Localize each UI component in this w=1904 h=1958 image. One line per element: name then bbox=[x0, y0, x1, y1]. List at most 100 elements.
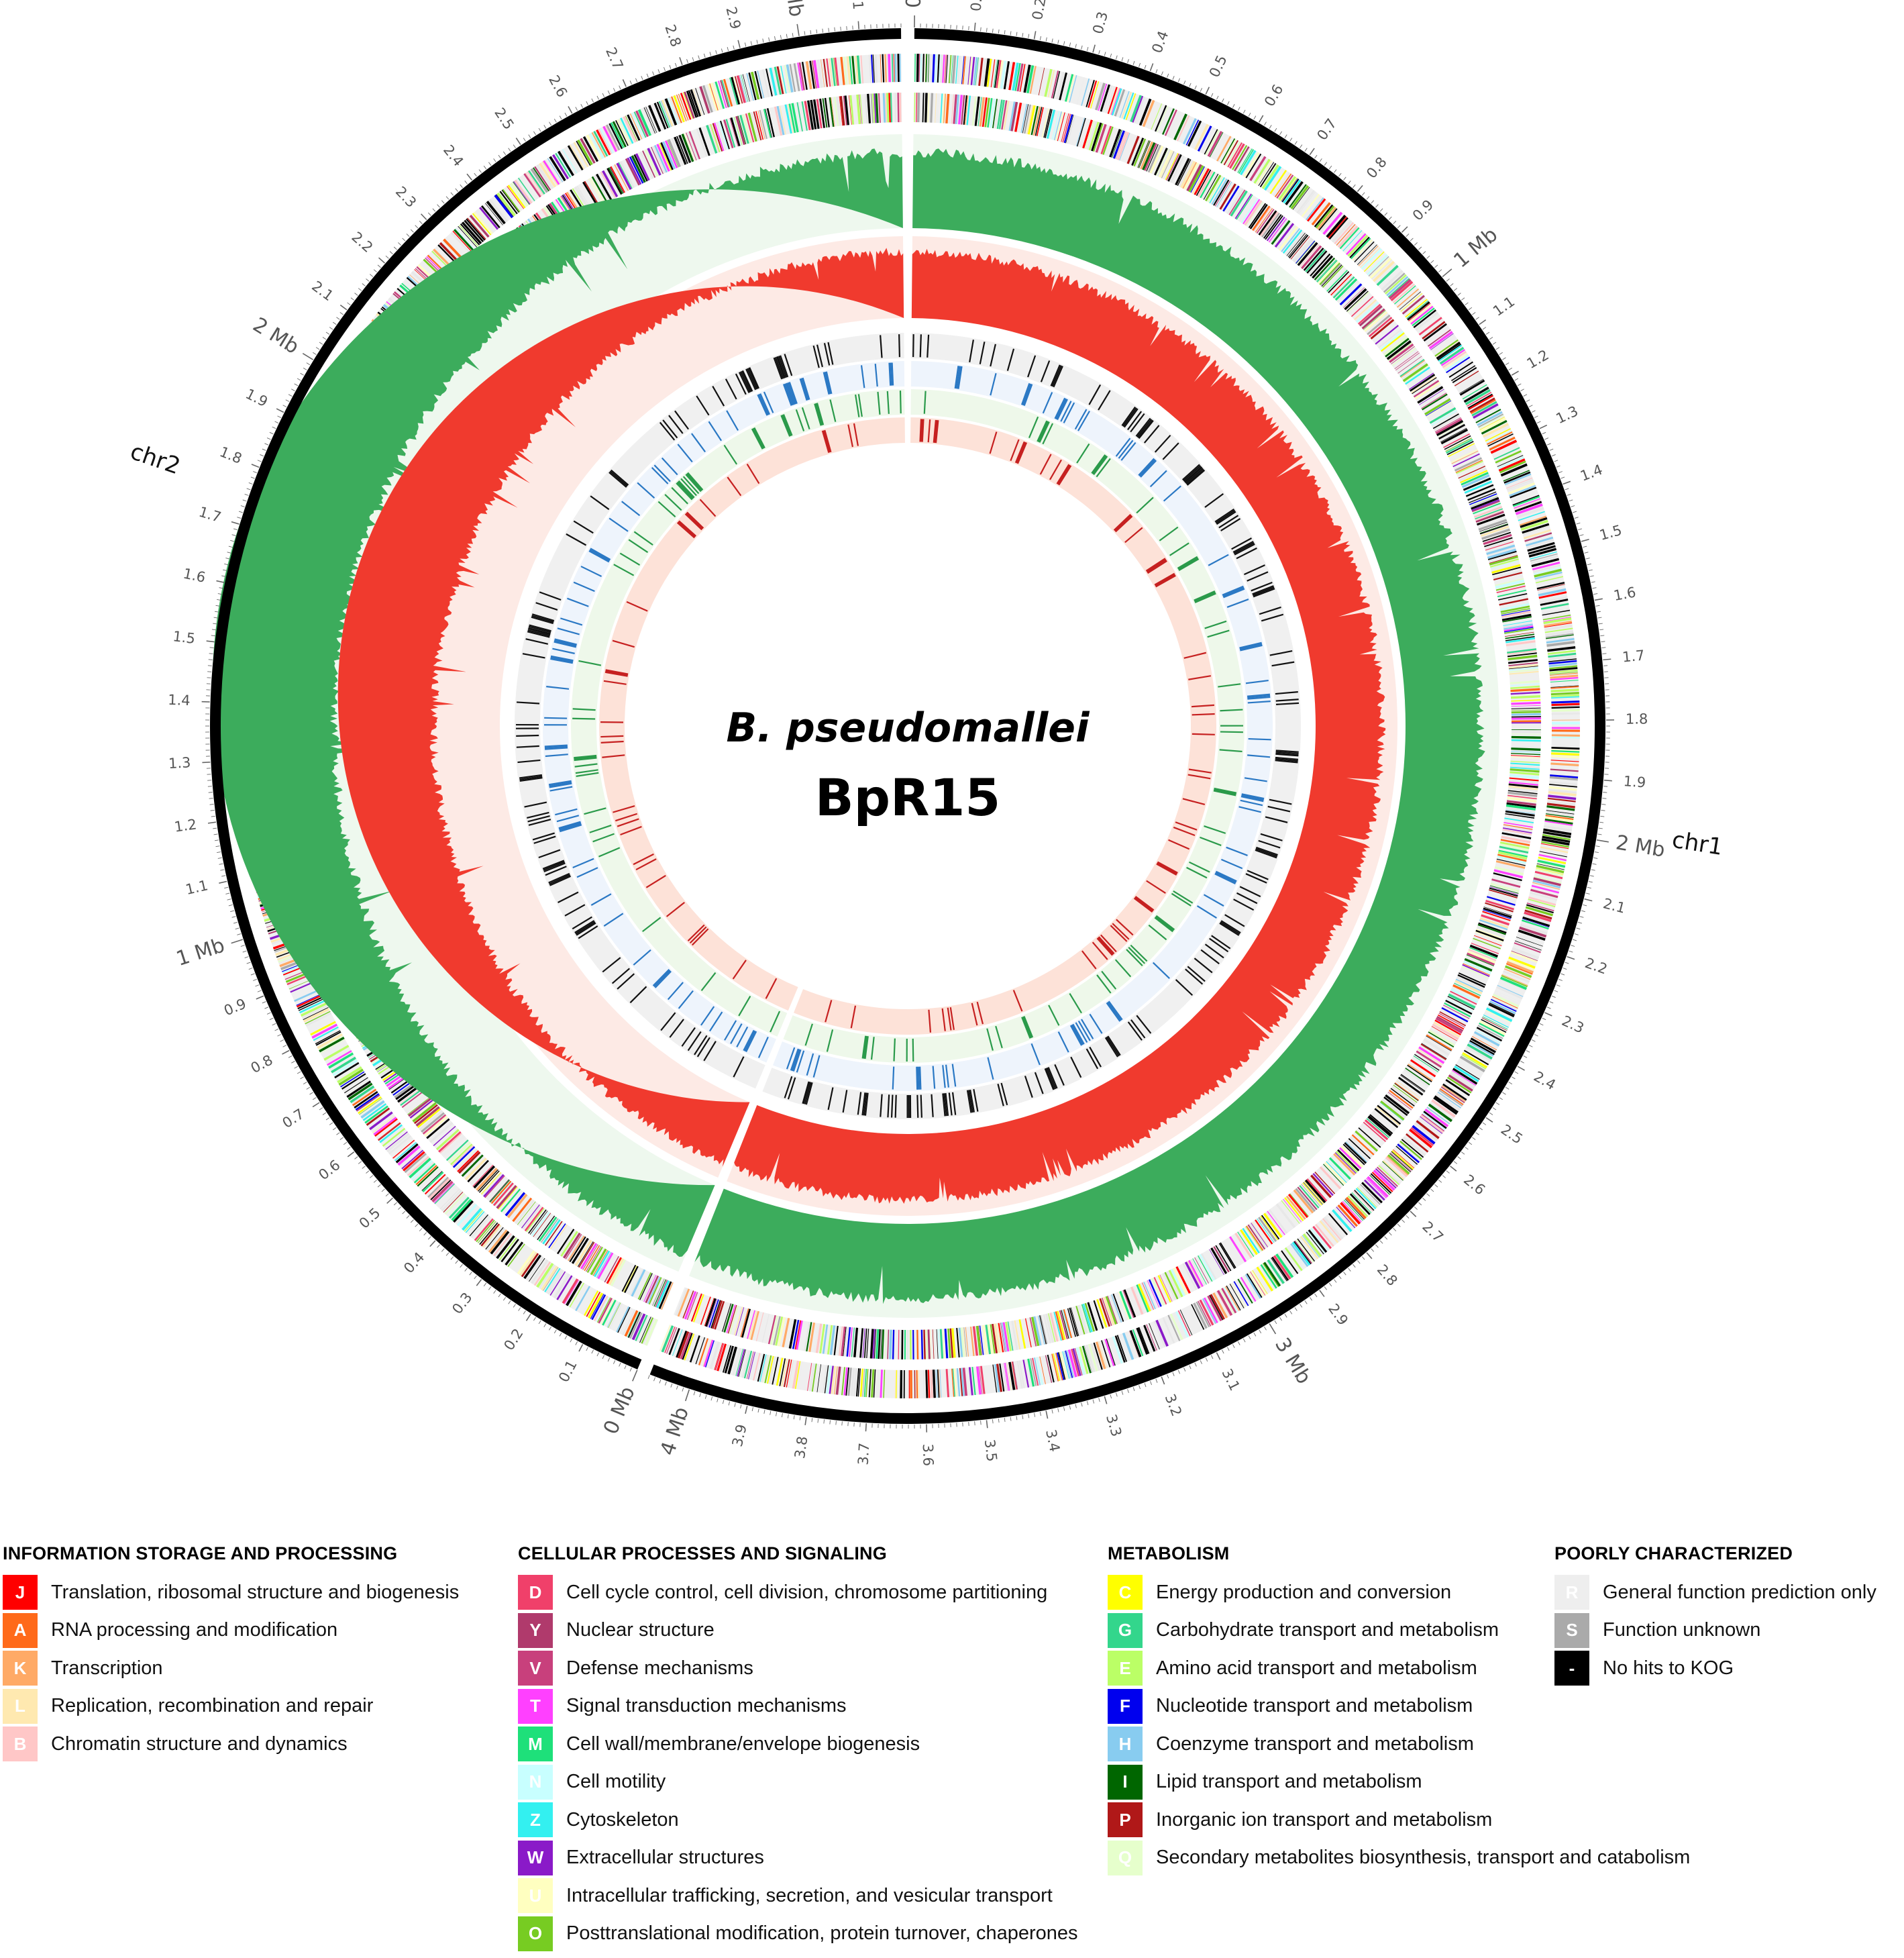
kog-gene-mark bbox=[1430, 1102, 1453, 1120]
kog-gene-mark bbox=[602, 170, 619, 197]
feature-mark bbox=[1069, 1025, 1083, 1046]
kog-gene-mark bbox=[1471, 499, 1500, 511]
kog-gene-mark bbox=[1358, 1127, 1381, 1148]
feature-mark bbox=[892, 1066, 895, 1090]
kog-gene-mark bbox=[480, 1171, 500, 1194]
kog-gene-mark bbox=[1138, 1283, 1151, 1312]
kog-gene-mark bbox=[1030, 105, 1039, 136]
kog-gene-mark bbox=[1535, 868, 1564, 877]
kog-gene-mark bbox=[775, 1317, 784, 1346]
kog-gene-mark bbox=[1491, 997, 1518, 1011]
kog-gene-mark bbox=[927, 93, 930, 123]
scale-tick bbox=[231, 521, 240, 525]
scale-tick bbox=[570, 1338, 573, 1343]
kog-gene-mark bbox=[1151, 1278, 1165, 1306]
feature-mark bbox=[653, 970, 671, 988]
kog-gene-mark bbox=[505, 1241, 524, 1266]
kog-gene-mark bbox=[1446, 1076, 1472, 1094]
kog-gene-mark bbox=[1479, 523, 1508, 533]
kog-gene-mark bbox=[746, 1351, 754, 1380]
scale-tick bbox=[1384, 1236, 1388, 1240]
kog-gene-mark bbox=[1342, 230, 1363, 252]
scale-tick bbox=[751, 1407, 753, 1412]
scale-label: 1.8 bbox=[217, 444, 244, 467]
kog-gene-mark bbox=[1187, 120, 1202, 147]
kog-gene-mark bbox=[600, 1298, 615, 1325]
kog-gene-mark bbox=[424, 1116, 448, 1137]
feature-mark bbox=[1112, 923, 1130, 940]
kog-gene-mark bbox=[888, 93, 891, 123]
scale-tick bbox=[1576, 522, 1581, 525]
kog-gene-mark bbox=[1481, 419, 1508, 435]
kog-gene-mark bbox=[556, 1275, 573, 1300]
kog-gene-mark bbox=[1123, 1289, 1136, 1318]
kog-gene-mark bbox=[1385, 1156, 1408, 1178]
kog-gene-mark bbox=[1075, 1305, 1086, 1335]
kog-gene-mark bbox=[624, 1266, 639, 1294]
kog-gene-mark bbox=[356, 1094, 380, 1112]
kog-gene-mark bbox=[1361, 248, 1382, 270]
scale-tick bbox=[1523, 394, 1528, 397]
feature-mark bbox=[617, 973, 635, 990]
gc-content-area bbox=[212, 148, 903, 1257]
kog-gene-mark bbox=[1404, 1068, 1430, 1087]
kog-gene-mark bbox=[1510, 683, 1540, 686]
scale-tick bbox=[1492, 342, 1497, 345]
feature-mark bbox=[920, 1094, 922, 1118]
kog-gene-mark bbox=[1523, 529, 1551, 539]
kog-gene-mark bbox=[1479, 917, 1509, 929]
kog-gene-mark bbox=[1483, 1013, 1510, 1027]
feature-mark bbox=[1115, 515, 1133, 533]
scale-tick bbox=[1600, 815, 1605, 817]
kog-gene-mark bbox=[797, 1361, 803, 1390]
kog-gene-mark bbox=[1118, 1292, 1130, 1320]
kog-gene-mark bbox=[1454, 370, 1479, 387]
feature-mark bbox=[1104, 1037, 1118, 1058]
feature-mark bbox=[870, 1037, 875, 1060]
feature-mark bbox=[574, 754, 597, 759]
scale-tick bbox=[1081, 1402, 1083, 1407]
kog-gene-mark bbox=[1443, 433, 1471, 448]
kog-gene-mark bbox=[480, 1172, 502, 1195]
scale-tick bbox=[336, 317, 340, 320]
kog-gene-mark bbox=[500, 1188, 521, 1213]
scale-tick bbox=[1499, 1097, 1503, 1100]
kog-gene-mark bbox=[1548, 784, 1577, 788]
kog-gene-mark bbox=[1099, 84, 1108, 111]
scale-tick bbox=[282, 1049, 290, 1055]
kog-gene-mark bbox=[671, 96, 682, 123]
kog-gene-mark bbox=[1467, 393, 1493, 409]
kog-gene-mark bbox=[480, 1223, 500, 1247]
kog-gene-mark bbox=[994, 60, 1000, 88]
scale-tick bbox=[1375, 1244, 1379, 1248]
kog-gene-mark bbox=[941, 93, 945, 123]
scale-tick bbox=[1453, 1161, 1458, 1164]
scale-tick bbox=[410, 229, 414, 233]
kog-gene-mark bbox=[478, 1169, 498, 1192]
kog-gene-mark bbox=[1295, 1188, 1316, 1213]
kog-gene-mark bbox=[582, 181, 599, 208]
kog-gene-mark bbox=[1441, 1085, 1466, 1102]
feature-mark bbox=[800, 378, 809, 401]
kog-gene-mark bbox=[948, 55, 952, 84]
kog-gene-mark bbox=[1207, 131, 1223, 157]
kog-gene-mark bbox=[816, 99, 823, 129]
kog-gene-mark bbox=[1378, 1165, 1400, 1186]
scale-tick bbox=[1542, 1017, 1546, 1021]
kog-gene-mark bbox=[1393, 1083, 1418, 1102]
legend-label: Translation, ribosomal structure and bio… bbox=[51, 1581, 460, 1603]
legend-label: Intracellular trafficking, secretion, an… bbox=[566, 1884, 1053, 1906]
feature-mark bbox=[765, 978, 778, 999]
gc-skew-area bbox=[337, 248, 904, 1167]
kog-gene-mark bbox=[473, 211, 493, 235]
kog-gene-mark bbox=[1485, 902, 1514, 913]
feature-mark bbox=[629, 986, 647, 1004]
kog-gene-mark bbox=[1022, 1319, 1030, 1348]
kog-gene-mark bbox=[815, 1323, 823, 1353]
kog-gene-mark bbox=[745, 113, 755, 143]
kog-gene-mark bbox=[297, 996, 324, 1010]
kog-gene-mark bbox=[1551, 696, 1580, 699]
kog-gene-mark bbox=[1018, 1360, 1025, 1388]
kog-gene-mark bbox=[1405, 299, 1428, 318]
